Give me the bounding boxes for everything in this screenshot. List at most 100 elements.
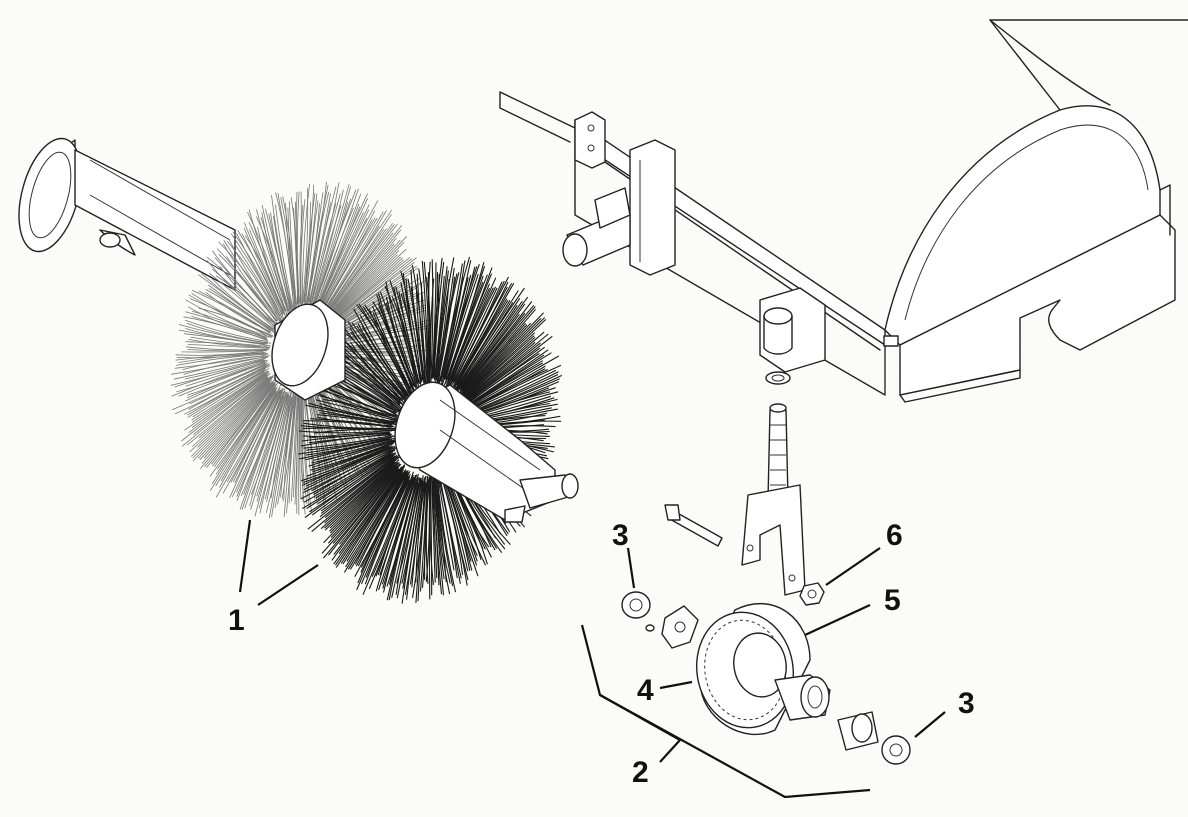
bristle <box>362 479 411 595</box>
bristle <box>338 464 406 555</box>
bristle <box>211 382 276 465</box>
bristle <box>192 371 265 418</box>
bristle <box>431 474 438 579</box>
bristle <box>440 277 469 385</box>
bristle <box>315 399 397 422</box>
bristle <box>459 301 533 393</box>
bristle <box>205 291 271 333</box>
bristle <box>462 335 553 406</box>
bristle <box>188 339 271 348</box>
bristle <box>452 298 508 392</box>
bristle <box>290 392 298 502</box>
bristle <box>185 311 267 340</box>
bristle <box>434 476 451 595</box>
bristle <box>260 217 289 312</box>
bristle <box>385 296 417 388</box>
bristle <box>411 479 426 598</box>
bristle <box>285 202 297 308</box>
bristle <box>343 327 408 404</box>
bristle <box>368 308 412 393</box>
bristle <box>187 368 270 418</box>
bristle <box>440 256 471 382</box>
leader-2 <box>580 624 871 799</box>
bristle <box>191 370 269 423</box>
bristle <box>343 470 407 573</box>
bristle <box>353 308 410 397</box>
bristle <box>240 395 282 497</box>
bristle <box>466 352 552 408</box>
bristle <box>453 282 513 387</box>
bristle <box>458 312 526 395</box>
bristle <box>243 222 286 317</box>
bristle <box>312 439 393 461</box>
bristle <box>432 480 440 586</box>
bristle <box>190 336 268 347</box>
bristle <box>277 192 295 312</box>
bristle <box>326 228 387 313</box>
bristle <box>300 392 306 515</box>
bristle <box>401 477 422 584</box>
bristle <box>186 376 269 446</box>
bristle <box>396 478 422 599</box>
bristle <box>307 454 400 530</box>
bristle <box>215 390 278 498</box>
bristle <box>223 240 282 324</box>
bristle <box>236 388 284 497</box>
bristle <box>201 379 275 464</box>
bristle <box>330 462 399 534</box>
bristle <box>311 455 394 516</box>
bristle <box>316 414 392 426</box>
bristle <box>308 193 331 303</box>
bristle <box>349 470 408 570</box>
bristle <box>318 409 396 425</box>
bristle <box>378 474 417 591</box>
bristle <box>312 204 342 306</box>
bristle <box>420 283 428 382</box>
bristle <box>222 243 278 319</box>
bristle <box>187 363 267 396</box>
bristle <box>185 359 268 387</box>
bristle <box>456 300 509 386</box>
bristle <box>335 465 406 566</box>
bristle <box>342 346 404 405</box>
bristle <box>455 286 508 384</box>
bristle <box>191 292 274 337</box>
bristle <box>209 385 276 477</box>
bristle <box>273 216 293 313</box>
bristle <box>400 282 422 383</box>
bristle <box>303 422 397 429</box>
bristle <box>455 300 523 395</box>
bristle <box>175 367 267 415</box>
bristle <box>444 266 486 384</box>
bristle <box>349 327 408 401</box>
bristle <box>312 184 350 309</box>
bristle <box>405 278 423 381</box>
bristle <box>239 390 286 510</box>
bristle <box>311 440 395 469</box>
bristle <box>187 306 267 338</box>
bristle <box>248 209 288 316</box>
bristle <box>333 257 417 324</box>
bristle <box>226 384 282 483</box>
bristle <box>332 248 407 320</box>
bristle <box>448 287 490 386</box>
bristle <box>364 479 410 585</box>
bristle <box>189 364 270 405</box>
bristle <box>258 390 290 509</box>
bristle <box>359 314 409 395</box>
callouts: 1 2 3 3 4 5 6 <box>228 519 975 789</box>
bristle <box>329 464 395 529</box>
bristle <box>299 204 304 306</box>
bristle <box>299 395 302 500</box>
callout-3-left: 3 <box>612 519 629 552</box>
bristle <box>317 452 396 505</box>
bristle <box>324 461 396 529</box>
bristle <box>322 467 399 559</box>
callout-1: 1 <box>228 604 245 637</box>
bristle <box>214 383 276 468</box>
bristle <box>170 359 264 386</box>
bristle <box>191 370 268 421</box>
bristle <box>443 266 478 380</box>
bristle <box>326 229 402 319</box>
bristle <box>250 393 287 510</box>
